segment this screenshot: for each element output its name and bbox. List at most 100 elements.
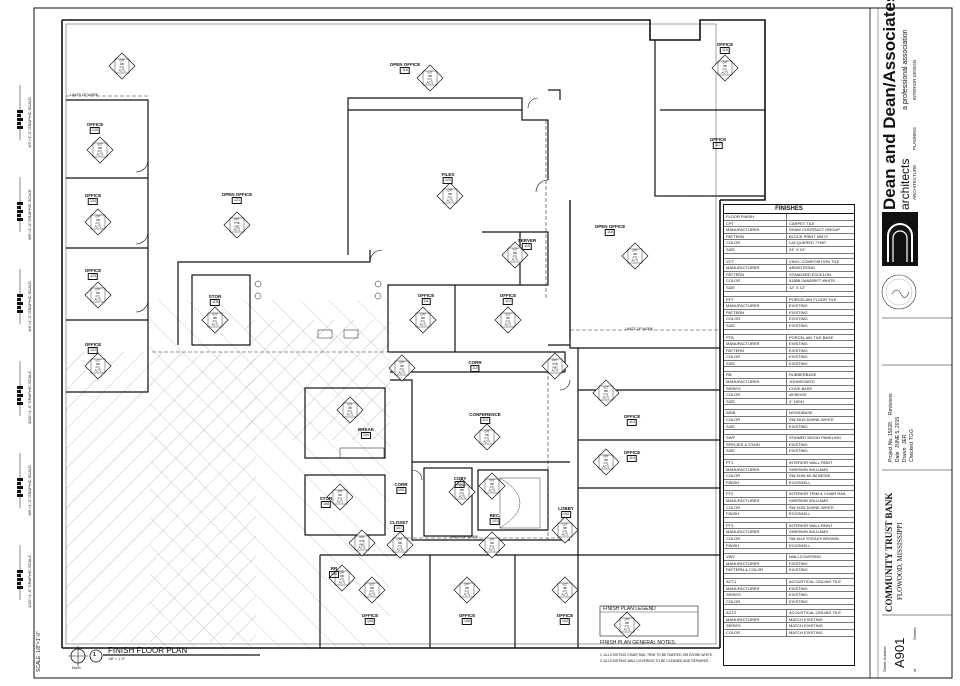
- finish-code: ACT1: [369, 593, 376, 597]
- finish-value: JOHNSONITE: [786, 379, 854, 385]
- finish-value: RUBBERBASE: [786, 372, 854, 379]
- room-number: 113: [480, 417, 490, 424]
- finish-code: RB: [513, 251, 517, 255]
- finish-code: PT1: [370, 589, 375, 593]
- finish-code: ACT1: [464, 593, 471, 597]
- finish-code: RB: [625, 621, 629, 625]
- finish-key: SPECIES & STAIN: [726, 441, 760, 447]
- finish-value: EXISTING: [786, 448, 854, 454]
- finish-code: PT1: [490, 485, 495, 489]
- finish-code: ACT1: [603, 465, 610, 469]
- room-name: RR: [330, 566, 338, 571]
- finish-code: ACT1: [505, 323, 512, 327]
- finish-code: RB: [604, 389, 608, 393]
- finish-code: RB: [98, 146, 102, 150]
- finish-value: INTERIOR WALL PAINT: [786, 522, 854, 529]
- room-name: OFFICE: [84, 342, 102, 347]
- finish-code: PT1: [421, 319, 426, 323]
- notes-title: FINISH PLAN GENERAL NOTES:: [600, 640, 676, 646]
- finish-value: ACOUSTICAL CEILING TILE: [786, 610, 854, 616]
- room-number: 108: [320, 501, 331, 508]
- finish-code: CPT: [484, 430, 490, 434]
- finish-row: FLOOR FINISH: [724, 214, 854, 221]
- finish-key: CPT: [726, 220, 734, 226]
- finish-code: PTB: [234, 221, 239, 225]
- finish-code: RB: [563, 526, 567, 530]
- finish-value: EXISTING: [786, 303, 854, 309]
- finish-code: ACT1: [512, 258, 519, 262]
- finish-value: COVE BASE: [786, 385, 854, 392]
- finish-key: MANUFACTURER: [726, 341, 760, 347]
- finish-code: CPT: [447, 189, 453, 193]
- finish-key: MANUFACTURER: [726, 529, 760, 535]
- room-name: OFFICE: [709, 137, 727, 142]
- finish-code: VCT: [603, 386, 609, 390]
- finish-code: CPT: [95, 288, 101, 292]
- finish-code: ACT2: [359, 546, 366, 550]
- finish-key: COLOR: [726, 535, 741, 541]
- finish-value: [786, 214, 854, 220]
- client-name: COMMUNITY TRUST BANK: [884, 492, 894, 612]
- room-name: CLOSET: [389, 520, 409, 525]
- client-location: FLOWOOD, MISSISSIPPI: [896, 522, 904, 600]
- finish-code: PFT: [360, 536, 365, 540]
- finish-value: SHERWIN WILLIAMS: [786, 497, 854, 504]
- finish-value: EXISTING: [786, 585, 854, 592]
- room-name: OFFICE: [623, 450, 641, 455]
- finish-key: SWP: [726, 435, 736, 441]
- finish-code: RB: [348, 406, 352, 410]
- finish-key: COLOR: [726, 504, 741, 510]
- finish-code: ACT2: [234, 228, 241, 232]
- finish-value: SHAW CONTRACT GROUP: [786, 227, 854, 233]
- discipline-3: INTERIOR DESIGN: [912, 59, 917, 100]
- room-number: 124: [88, 198, 98, 205]
- finish-code: PFT: [553, 359, 558, 363]
- finish-code: ACT1: [459, 495, 466, 499]
- finish-key: MANUFACTURER: [726, 265, 760, 271]
- finish-code: PT1: [400, 367, 405, 371]
- finish-code: ACT1: [95, 369, 102, 373]
- finish-value: EGGSHELL: [786, 542, 854, 549]
- finish-key: PATTERN: [726, 233, 745, 239]
- room-name: REC.: [489, 513, 501, 518]
- drawing-title: FINISH FLOOR PLAN: [108, 646, 188, 655]
- room-number: 122: [88, 347, 98, 354]
- finish-code: PT1: [723, 67, 728, 71]
- finish-code: ACT1: [562, 593, 569, 597]
- finish-key: RB: [726, 372, 732, 378]
- finish-key: PTB: [726, 334, 734, 340]
- firm-sub: a professional association: [902, 29, 909, 110]
- finish-code: CPT: [722, 61, 728, 65]
- finish-key: COLOR: [726, 278, 741, 284]
- finish-value: SW 6105 DIVINE WHITE: [786, 504, 854, 511]
- finish-code: ACT2: [552, 369, 559, 373]
- room-number: 119: [522, 243, 532, 250]
- finish-code: VCT: [369, 583, 375, 587]
- finish-code: CPT: [399, 361, 405, 365]
- finish-code: CPT: [624, 618, 630, 622]
- finish-value: 4" HIGH: [786, 398, 854, 405]
- finish-code: PT1: [338, 496, 343, 500]
- room-number: 103: [560, 618, 570, 625]
- finish-value: EXISTING: [786, 592, 854, 598]
- scale-label: SCALE: 1/8"=1'-0": [36, 631, 42, 672]
- room-number: 117: [713, 142, 723, 149]
